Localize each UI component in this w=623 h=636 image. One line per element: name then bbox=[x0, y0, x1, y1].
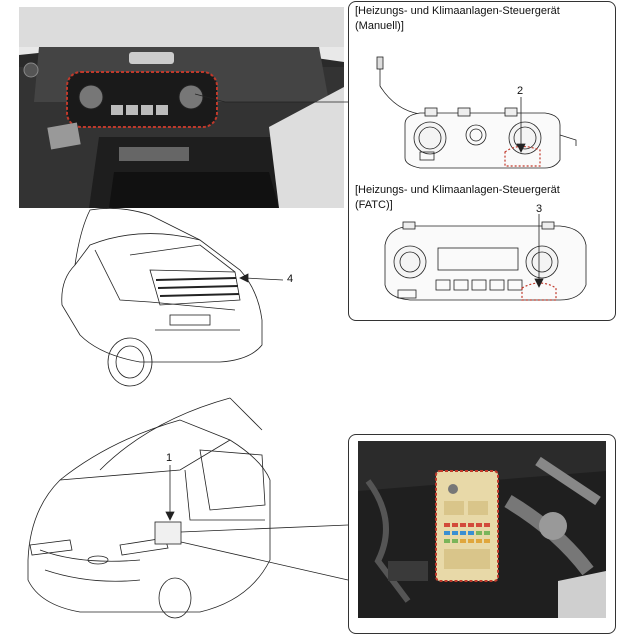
callout-number-3: 3 bbox=[536, 203, 543, 215]
fatc-caption-line2: (FATC)] bbox=[355, 199, 393, 211]
fatc-caption-line1: [Heizungs- und Klimaanlagen-Steuergerät bbox=[355, 184, 560, 196]
manual-control-unit bbox=[376, 56, 577, 169]
fatc-control-unit bbox=[384, 214, 587, 301]
callout-number-2: 2 bbox=[517, 85, 524, 97]
fuse-box-photo bbox=[358, 441, 606, 618]
callout-number-1: 1 bbox=[166, 452, 173, 464]
manual-caption-line2: (Manuell)] bbox=[355, 20, 404, 32]
manual-caption-line1: [Heizungs- und Klimaanlagen-Steuergerät bbox=[355, 5, 560, 17]
callout-number-4: 4 bbox=[287, 273, 294, 285]
front-car-outline bbox=[27, 397, 349, 619]
rear-car-outline bbox=[61, 207, 284, 387]
